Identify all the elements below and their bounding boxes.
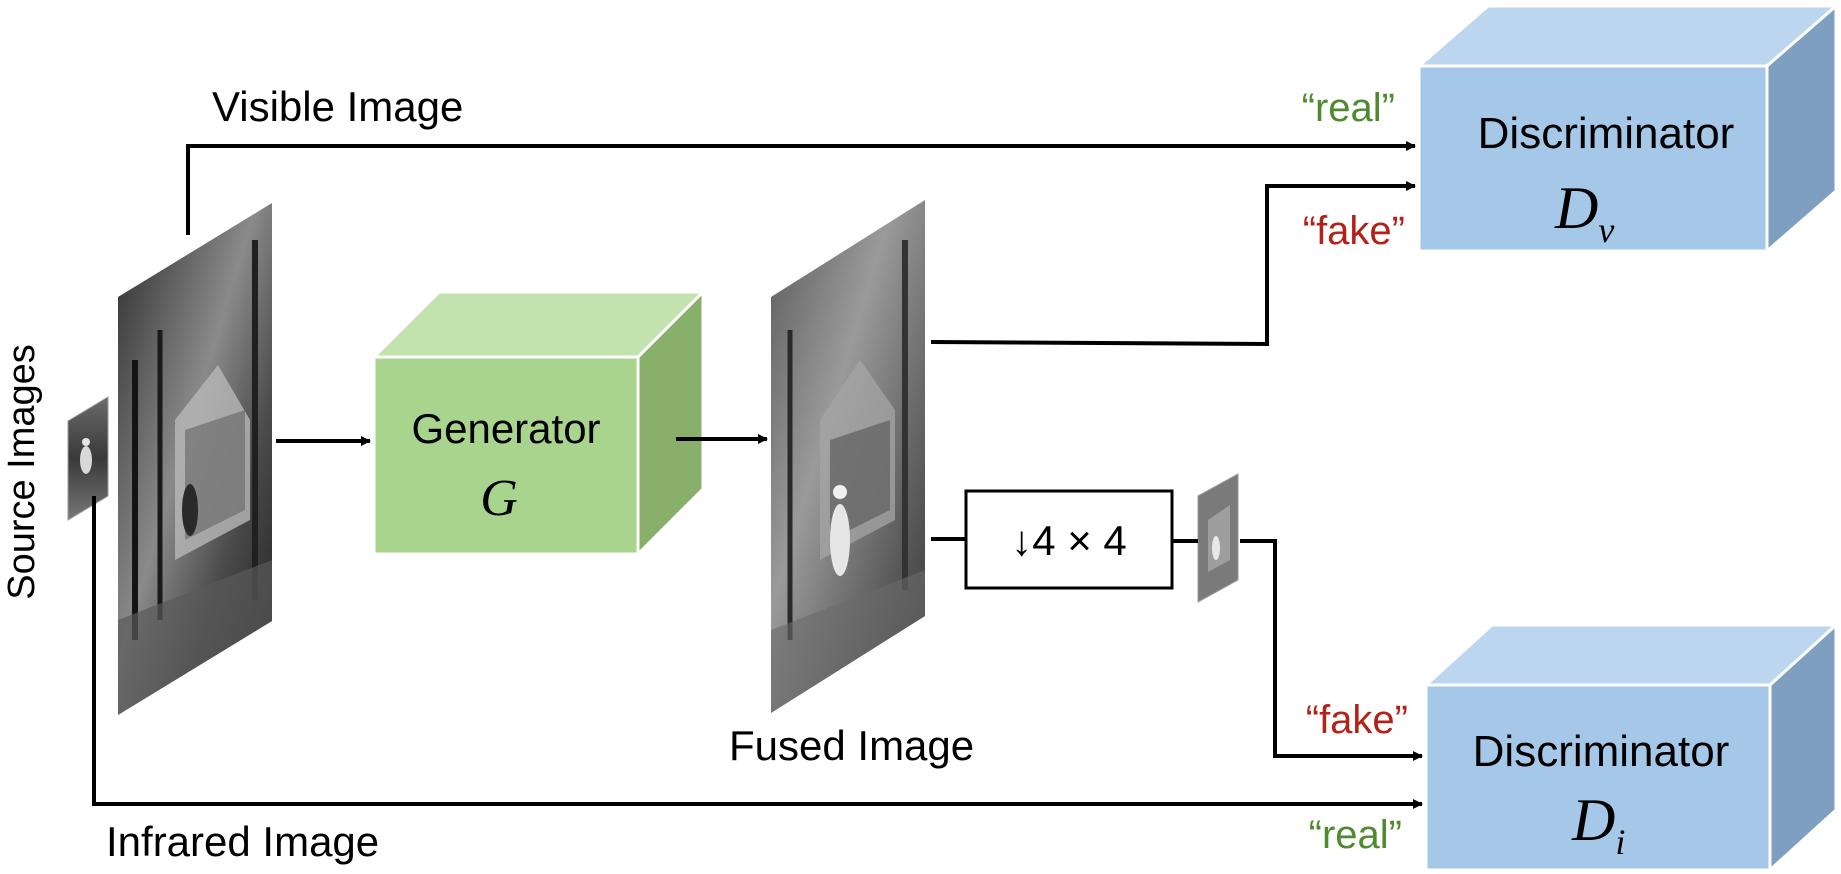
real-label-discriminator-v: “real” [1302, 86, 1395, 130]
discriminator-i-front-face [1424, 683, 1772, 872]
infrared-thumbnail [67, 396, 109, 521]
source-images-label: Source Images [1, 344, 43, 600]
fake-label-discriminator-i: “fake” [1306, 698, 1408, 742]
visible-image-picture [118, 203, 272, 715]
visible-image-arrow [186, 141, 1416, 235]
discriminator-i-subscript: i [1615, 822, 1625, 862]
infrared-image-label: Infrared Image [106, 818, 379, 865]
fused-image-picture [771, 200, 925, 713]
discriminator-v-subscript: v [1598, 210, 1614, 250]
discriminator-i-top-face [1422, 623, 1840, 687]
thumbnail-to-discriminator-i-arrow [1240, 539, 1423, 761]
generator-title: Generator [411, 405, 600, 452]
visible-image-label: Visible Image [212, 83, 463, 130]
discriminator-v-letter: D [1554, 175, 1598, 241]
discriminator-v-symbol: Dv [1554, 175, 1614, 250]
downsample-operation: ↓4 × 4 [964, 489, 1174, 590]
discriminator-v-front-face [1417, 64, 1769, 253]
infrared-image-arrow [92, 496, 1423, 809]
discriminator-i-title: Discriminator [1473, 727, 1730, 776]
generator-block: Generator G [370, 288, 707, 558]
downsample-label: ↓4 × 4 [1011, 517, 1127, 564]
discriminator-v-block: Discriminator Dv [1414, 2, 1841, 255]
fused-to-discriminator-v-arrow [930, 181, 1416, 347]
generator-symbol: G [480, 470, 518, 527]
real-label-discriminator-i: “real” [1309, 813, 1402, 857]
downsampled-thumbnail [1197, 473, 1239, 603]
discriminator-v-title: Discriminator [1478, 109, 1735, 158]
discriminator-v-top-face [1414, 4, 1841, 68]
discriminator-i-symbol: Di [1571, 787, 1625, 862]
discriminator-i-block: Discriminator Di [1422, 621, 1840, 874]
discriminator-i-letter: D [1571, 787, 1615, 853]
fused-image-label: Fused Image [729, 722, 974, 769]
fake-label-discriminator-v: “fake” [1303, 209, 1405, 253]
generator-front-face [372, 355, 640, 556]
